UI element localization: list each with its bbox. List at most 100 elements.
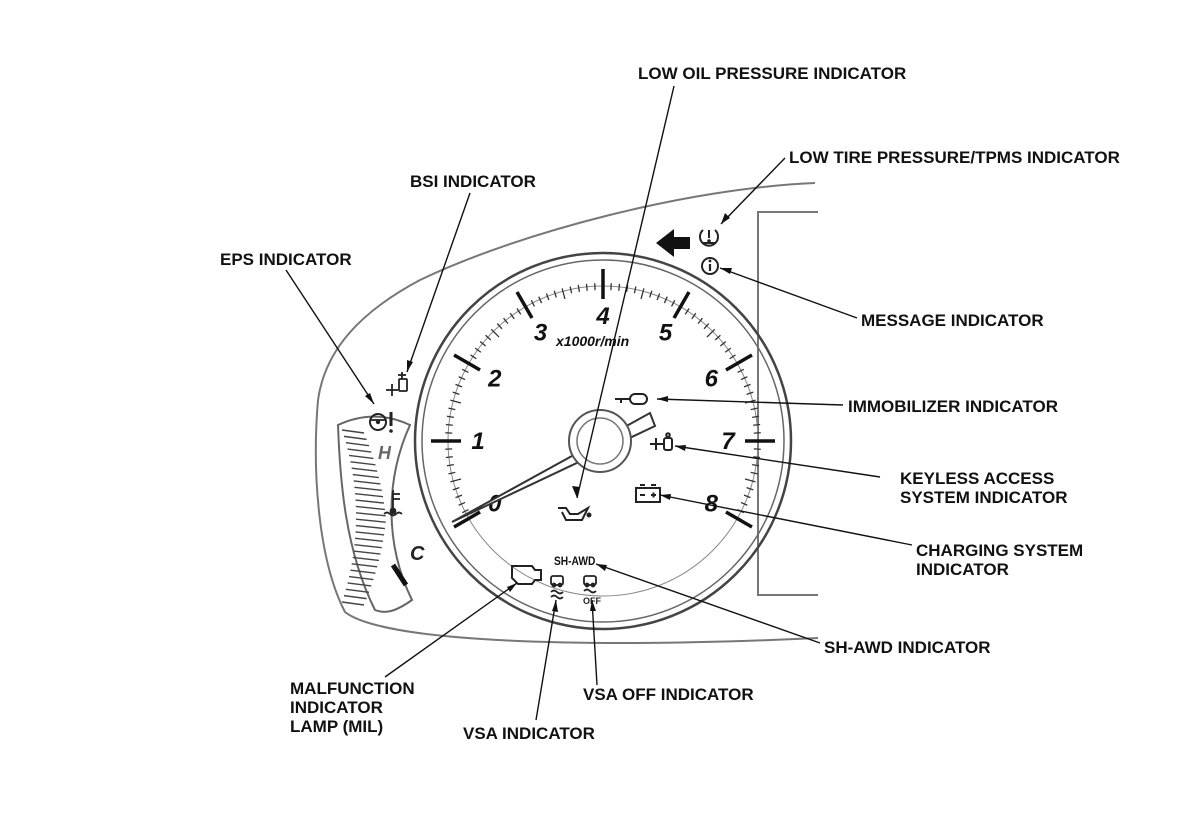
tach-minor-tick [740,501,748,506]
tach-minor-tick [744,478,756,483]
leader-vsa-off [591,599,598,686]
tach-minor-tick [740,376,748,381]
cluster-housing [314,182,819,644]
tach-minor-tick [561,288,566,300]
tach-minor-tick [724,347,732,353]
tach-minor-tick [569,286,573,294]
tach-minor-tick [458,376,466,381]
temperature-needle [390,563,409,587]
tach-minor-tick [753,423,761,426]
arrowhead-charging [660,494,671,500]
tach-minor-tick [684,308,690,315]
eps-icon [369,412,393,433]
tach-numeral: 3 [534,320,548,347]
tach-minor-tick [470,354,477,360]
tach-minor-tick [746,391,754,395]
temp-hot-label: H [378,443,392,463]
callout-message: MESSAGE INDICATOR [861,311,1044,330]
tach-minor-tick [545,293,550,301]
temp-scale-mark [355,518,386,523]
tach-minor-tick [577,284,581,292]
tach-minor-tick [445,423,453,426]
tach-minor-tick [750,471,758,475]
temp-scale-mark [350,569,376,574]
sh-awd-text: SH-AWD [554,555,595,568]
tach-minor-tick [503,317,509,325]
leader-keyless [674,445,881,478]
callout-low-oil-pressure: LOW OIL PRESSURE INDICATOR [638,64,907,83]
temp-scale-mark [341,601,365,606]
immobilizer-icon [615,393,648,405]
tach-numeral: 2 [487,366,502,393]
tach-minor-tick [445,456,453,459]
temp-scale-mark [343,594,367,600]
vsa-icon [550,575,564,600]
arrowhead-low-oil [572,486,580,498]
tach-minor-tick [752,415,760,419]
tach-major-tick [515,291,534,319]
temp-scale-mark [352,556,379,562]
arrowhead-keyless [675,445,686,451]
tach-minor-tick [585,283,588,291]
tach-minor-tick [452,487,460,491]
arrowhead-bsi [407,360,413,372]
leader-immobilizer [656,398,844,406]
tach-minor-tick [450,478,462,483]
temp-scale-mark [355,499,385,504]
tachometer-scale [431,269,775,529]
tach-minor-tick [461,368,469,374]
arrowhead-sh-awd [596,564,607,571]
temp-scale-mark [355,505,386,511]
callout-vsa-off: VSA OFF INDICATOR [583,685,754,704]
leader-sh-awd [595,563,821,644]
rpm-unit-label: x1000r/min [555,333,629,349]
temp-scale-mark [354,486,382,492]
tach-minor-tick [530,299,536,307]
tach-major-tick [725,353,753,372]
coolant-temperature-icon [383,490,403,517]
display-panel [757,211,818,596]
temp-scale-mark [347,448,372,453]
tach-numeral: 6 [705,366,719,393]
tach-minor-tick [714,334,721,341]
tach-minor-tick [663,296,668,304]
temp-scale-mark [355,512,386,517]
leader-charging [659,494,913,546]
tach-minor-tick [458,501,466,506]
tach-numeral: 1 [471,428,484,455]
tach-minor-tick [490,328,500,338]
temp-scale-mark [351,467,378,472]
bsi-icon [386,372,408,396]
temp-cold-label: C [410,543,425,565]
oil-can-icon [558,505,592,521]
callout-mil: MALFUNCTION INDICATOR LAMP (MIL) [290,679,415,736]
temp-scale-mark [341,429,365,434]
tach-minor-tick [446,463,454,467]
tach-minor-tick [479,341,487,347]
message-icon [701,257,719,275]
leader-mil [384,582,518,678]
tach-minor-tick [729,354,736,360]
tach-minor-tick [649,290,653,298]
tachometer-bezel-inner [421,259,785,623]
tach-minor-tick [640,288,645,300]
tach-minor-tick [753,456,761,459]
tach-minor-tick [737,368,745,374]
temp-scale-mark [348,454,374,460]
temp-scale-mark [345,588,370,593]
leader-bsi [406,192,471,373]
tach-major-tick [672,291,691,319]
leader-arrowheads [365,213,732,612]
temp-scale-mark [354,543,382,549]
callout-vsa: VSA INDICATOR [463,724,595,743]
temp-scale-mark [352,473,379,479]
tach-minor-tick [752,463,760,467]
arrowhead-immobilizer [657,396,668,402]
temp-scale-mark [354,493,384,498]
tach-numeral: 7 [721,428,736,455]
tach-minor-tick [656,293,661,301]
callout-bsi: BSI INDICATOR [410,172,536,191]
tach-minor-tick [670,299,676,307]
check-engine-icon [511,565,542,585]
